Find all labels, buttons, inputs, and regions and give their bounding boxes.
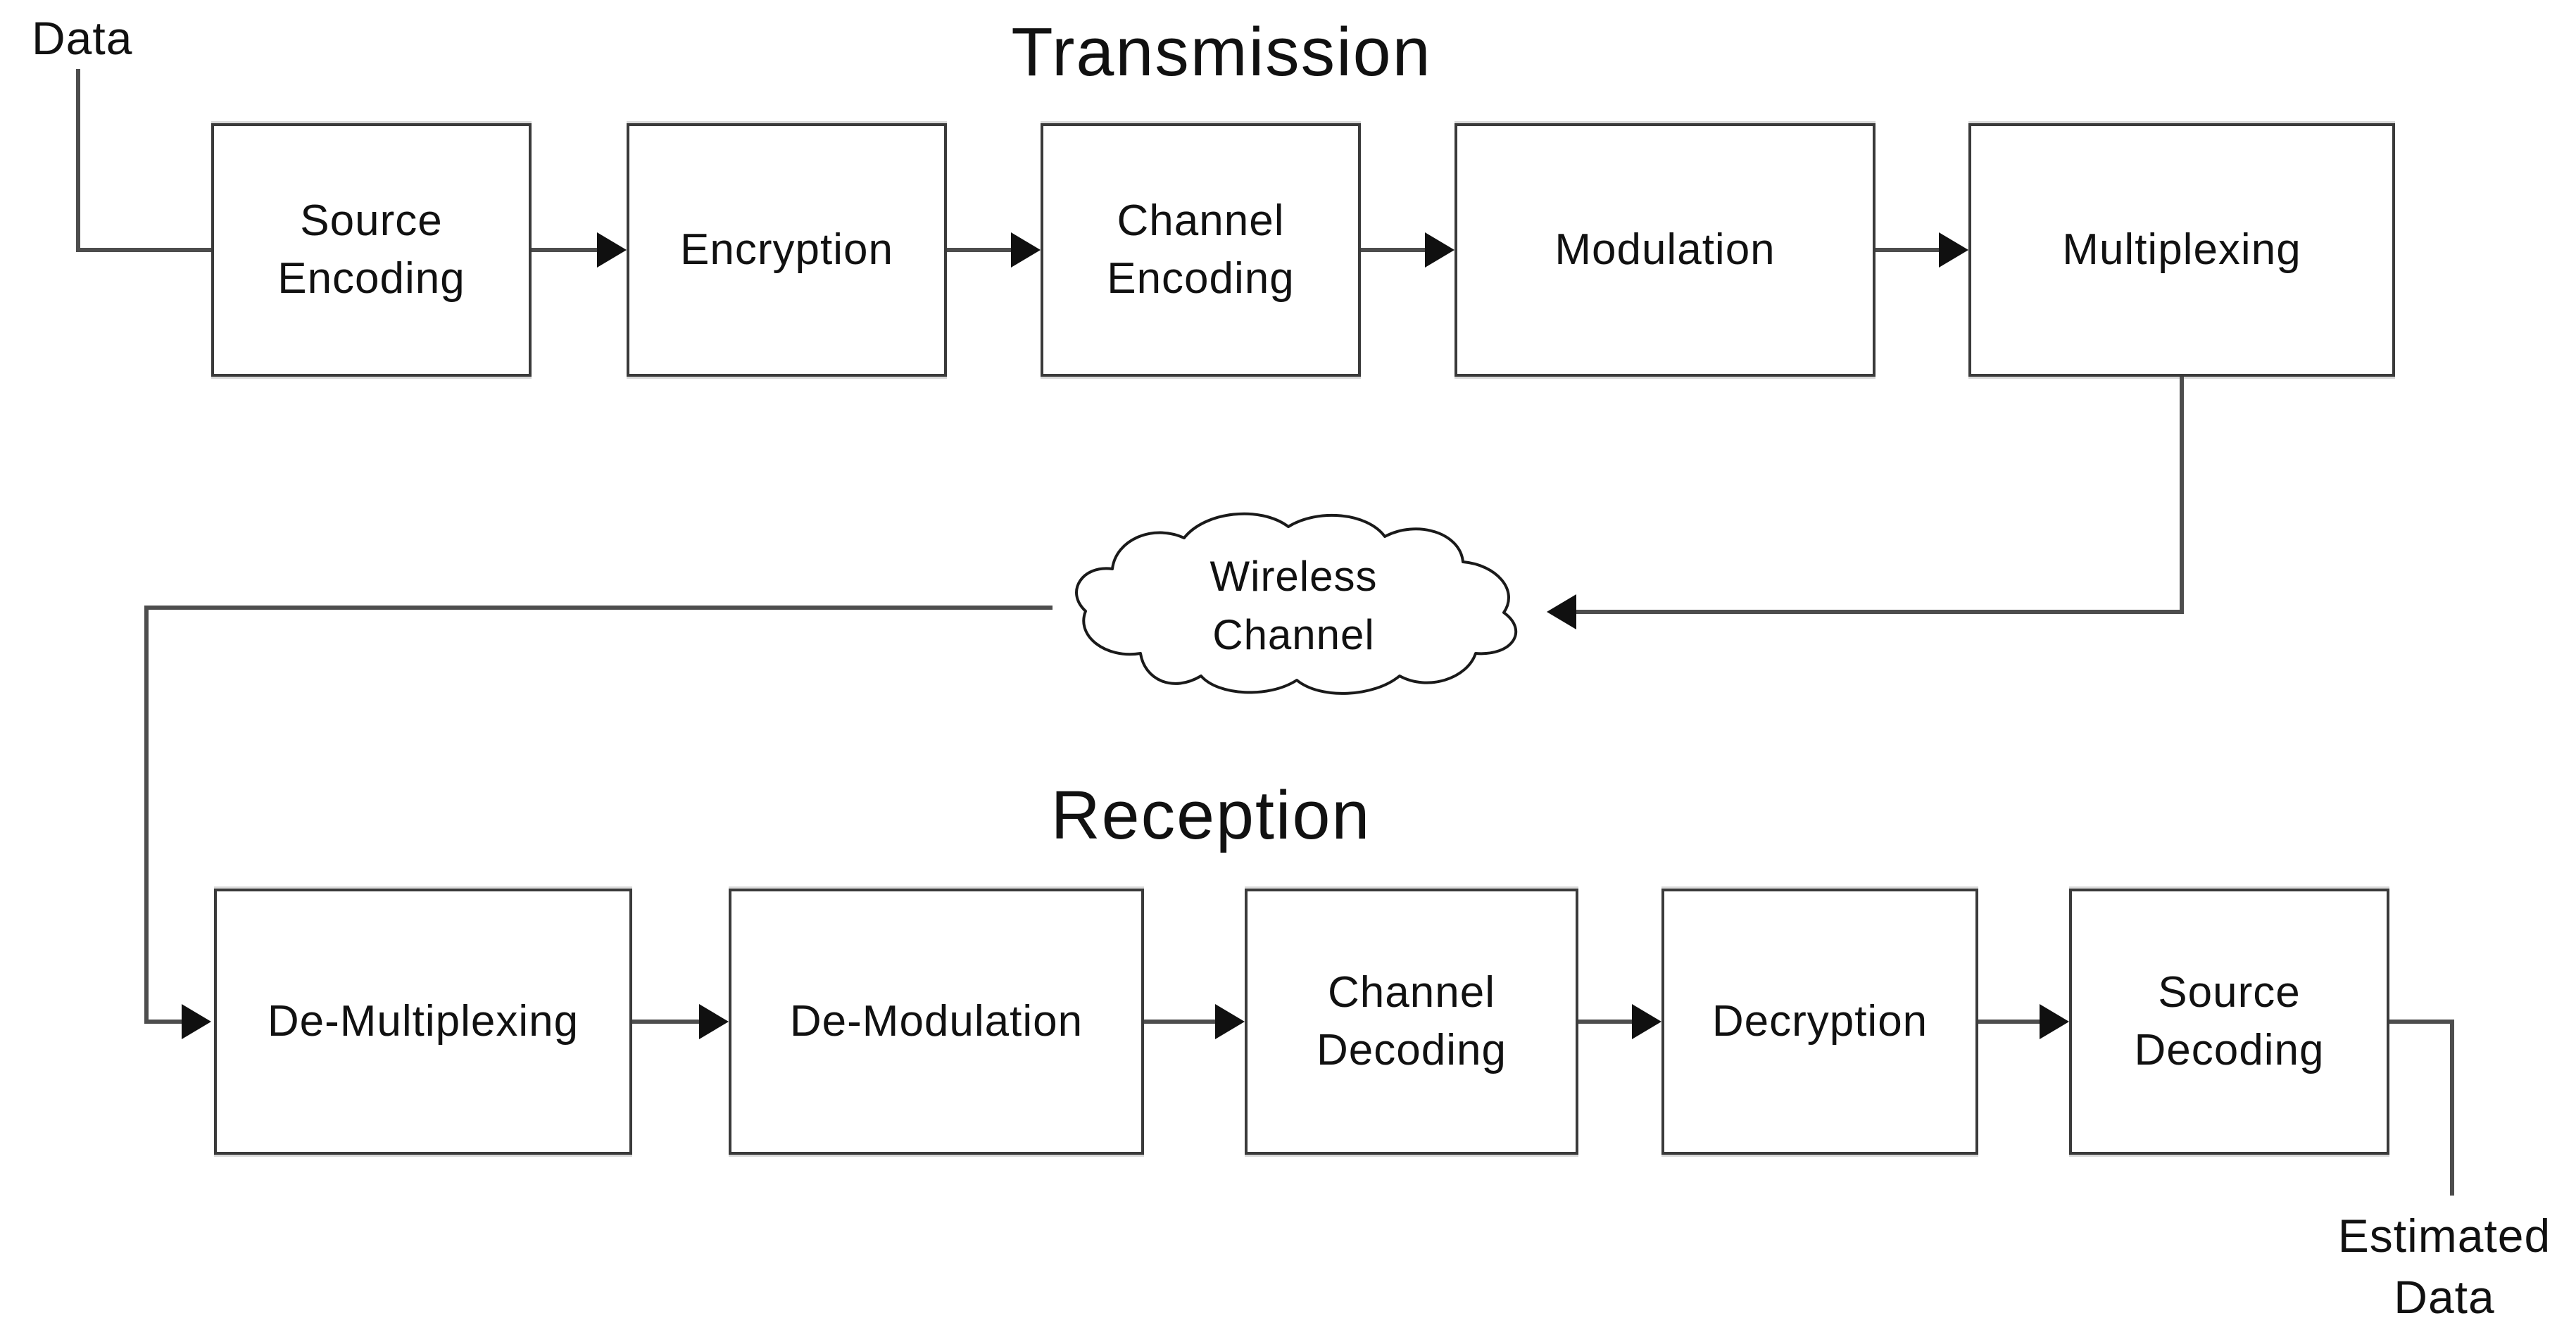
arrow-line-channel-encoding-to-modulation [1361,248,1426,252]
block-de-modulation: De-Modulation [729,889,1144,1155]
channel-to-demultiplexing-line-entry [144,1020,184,1024]
arrowhead [1011,232,1041,268]
block-de-multiplexing-label: De-Multiplexing [267,997,579,1046]
arrowhead [1215,1004,1245,1039]
block-encryption: Encryption [627,123,947,377]
channel-to-demultiplexing-line-horizontal [144,606,1053,610]
arrowhead [1547,594,1576,629]
output-data-label-line1: Estimated [2337,1210,2551,1262]
block-source-encoding: Source Encoding [211,123,532,377]
channel-to-demultiplexing-line-vertical [144,606,149,1022]
arrowhead [699,1004,729,1039]
transmission-title: Transmission [1011,13,1432,90]
cloud-shape [1075,512,1518,695]
block-de-multiplexing: De-Multiplexing [214,889,632,1155]
arrow-line-encryption-to-channel-encoding [947,248,1012,252]
block-multiplexing-label: Multiplexing [2062,225,2301,275]
block-channel-decoding-label: Channel Decoding [1317,968,1507,1074]
reception-title: Reception [1050,777,1371,853]
block-modulation-label: Modulation [1554,225,1776,275]
arrow-line-channel-decoding-to-decryption [1578,1020,1633,1024]
block-channel-encoding-label: Channel Encoding [1107,196,1295,303]
input-feed-line-horizontal [76,248,211,252]
wireless-channel-label: Wireless Channel [1042,506,1545,706]
block-source-encoding-label: Source Encoding [277,196,465,303]
wireless-channel-label-line1: Wireless [1210,552,1378,600]
arrowhead [1632,1004,1661,1039]
block-de-modulation-label: De-Modulation [789,997,1083,1046]
block-modulation: Modulation [1455,123,1876,377]
output-line-vertical [2450,1020,2454,1196]
arrowhead [1425,232,1455,268]
arrowhead [2040,1004,2069,1039]
block-source-decoding: Source Decoding [2069,889,2389,1155]
block-encryption-label: Encryption [680,225,893,275]
output-line-horizontal [2389,1020,2454,1024]
arrow-line-demodulation-to-channel-decoding [1144,1020,1217,1024]
arrow-line-modulation-to-multiplexing [1876,248,1940,252]
input-feed-line-vertical [76,69,80,252]
arrowhead [182,1004,211,1039]
block-channel-decoding: Channel Decoding [1245,889,1578,1155]
wireless-channel-label-line2: Channel [1212,610,1375,658]
block-source-decoding-label: Source Decoding [2134,968,2325,1074]
arrow-line-demultiplexing-to-demodulation [632,1020,700,1024]
block-channel-encoding: Channel Encoding [1041,123,1361,377]
wireless-channel-cloud: Wireless Channel [1042,506,1545,706]
multiplexing-to-channel-line-vertical [2180,377,2184,613]
arrow-line-source-to-encryption [532,248,598,252]
arrow-line-decryption-to-source-decoding [1978,1020,2041,1024]
block-multiplexing: Multiplexing [1968,123,2395,377]
arrowhead [1939,232,1968,268]
output-data-label: Estimated Data [2321,1205,2568,1328]
arrowhead [597,232,627,268]
multiplexing-to-channel-line-horizontal [1576,610,2184,614]
block-decryption: Decryption [1661,889,1978,1155]
input-data-label: Data [32,12,133,64]
output-data-label-line2: Data [2394,1271,2495,1324]
block-decryption-label: Decryption [1711,997,1928,1046]
